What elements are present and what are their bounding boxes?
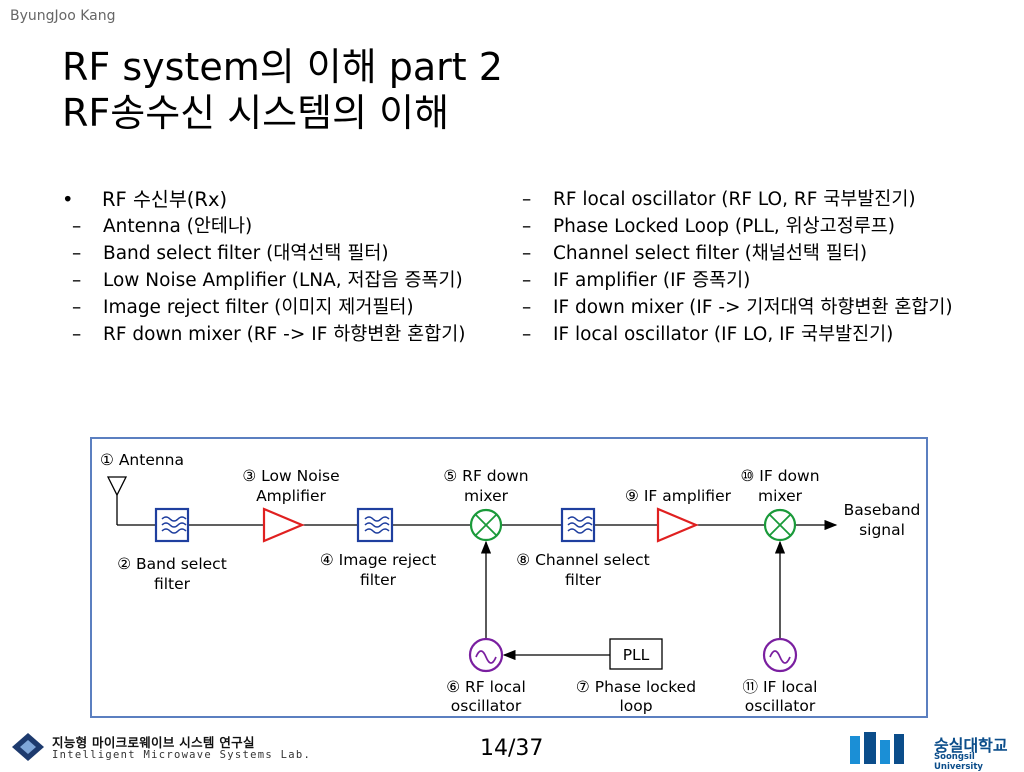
label-if-lo-2: oscillator <box>745 697 816 715</box>
lo-feed-lines <box>480 540 786 661</box>
label-rf-mixer-2: mixer <box>464 487 509 505</box>
list-item: – RF local oscillator (RF LO, RF 국부발진기) <box>520 186 960 213</box>
list-item: – Image reject filter (이미지 제거필터) <box>58 294 513 321</box>
dash-marker: – <box>72 324 82 345</box>
rf-down-mixer-block <box>469 508 503 542</box>
slide-title-line-1: RF system의 이해 part 2 <box>62 45 503 89</box>
dash-marker: – <box>72 297 82 318</box>
label-baseband-2: signal <box>859 521 905 539</box>
label-channel-select-2: filter <box>565 571 602 589</box>
dash-marker: – <box>522 324 532 345</box>
label-lna-1: ③ Low Noise <box>242 467 339 485</box>
label-image-reject-1: ④ Image reject <box>320 551 436 569</box>
label-if-lo-1: ⑪ IF local <box>743 678 818 696</box>
list-item: – IF down mixer (IF -> 기저대역 하향변환 혼합기) <box>520 294 960 321</box>
lab-name-korean: 지능형 마이크로웨이브 시스템 연구실 <box>52 735 255 750</box>
dash-marker: – <box>522 216 532 237</box>
if-local-oscillator-block <box>762 637 798 673</box>
bullet-marker: • <box>62 188 74 211</box>
if-amplifier-block <box>656 507 699 543</box>
slide-title-line-2: RF송수신 시스템의 이해 <box>62 91 450 135</box>
slide-title: RF system의 이해 part 2 RF송수신 시스템의 이해 <box>62 44 503 136</box>
list-item-text: Antenna (안테나) <box>103 216 253 237</box>
dash-marker: – <box>522 243 532 264</box>
label-rf-lo-2: oscillator <box>451 697 522 715</box>
list-item-text: RF down mixer (RF -> IF 하향변환 혼합기) <box>103 324 466 345</box>
label-rf-mixer-1: ⑤ RF down <box>443 467 528 485</box>
list-item-text: IF down mixer (IF -> 기저대역 하향변환 혼합기) <box>553 297 953 318</box>
dash-marker: – <box>72 243 82 264</box>
list-item-text: Channel select filter (채널선택 필터) <box>553 243 868 264</box>
antenna-icon <box>106 476 128 525</box>
label-rf-lo-1: ⑥ RF local <box>446 678 526 696</box>
dash-marker: – <box>522 270 532 291</box>
list-item: – RF down mixer (RF -> IF 하향변환 혼합기) <box>58 321 513 348</box>
image-reject-filter-block <box>356 507 394 543</box>
pll-block: PLL <box>609 638 663 670</box>
dash-marker: – <box>72 216 82 237</box>
list-item-text: Phase Locked Loop (PLL, 위상고정루프) <box>553 216 895 237</box>
label-image-reject-2: filter <box>360 571 397 589</box>
label-lna-2: Amplifier <box>256 487 326 505</box>
label-antenna: ① Antenna <box>100 451 184 469</box>
university-name-english: Soongsil University <box>934 752 983 772</box>
list-item: – Phase Locked Loop (PLL, 위상고정루프) <box>520 213 960 240</box>
left-bullet-list: • RF 수신부(Rx) – Antenna (안테나) – Band sele… <box>58 186 513 348</box>
block-diagram-svg: PLL ① Antenna ② Band select filter ③ Low… <box>100 451 921 715</box>
dash-marker: – <box>522 297 532 318</box>
label-if-mixer-1: ⑩ IF down <box>740 467 819 485</box>
bullet-rf-receiver: • RF 수신부(Rx) <box>58 186 513 213</box>
lab-logo <box>12 733 44 761</box>
list-item-text: Image reject filter (이미지 제거필터) <box>103 297 414 318</box>
channel-select-filter-block <box>560 507 596 543</box>
list-item-text: RF local oscillator (RF LO, RF 국부발진기) <box>553 189 916 210</box>
label-if-amplifier: ⑨ IF amplifier <box>625 487 732 505</box>
author-name: ByungJoo Kang <box>10 8 116 24</box>
lab-name-english: Intelligent Microwave Systems Lab. <box>52 749 312 761</box>
label-pll-1: ⑦ Phase locked <box>576 678 696 696</box>
university-name-korean: 숭실대학교 <box>934 736 1008 755</box>
dash-marker: – <box>522 189 532 210</box>
pll-box-label: PLL <box>623 646 650 664</box>
label-if-mixer-2: mixer <box>758 487 803 505</box>
list-item-text: Band select filter (대역선택 필터) <box>103 243 389 264</box>
band-select-filter-block <box>154 507 190 543</box>
list-item: – Channel select filter (채널선택 필터) <box>520 240 960 267</box>
list-item-text: IF local oscillator (IF LO, IF 국부발진기) <box>553 324 894 345</box>
list-item-text: IF amplifier (IF 증폭기) <box>553 270 751 291</box>
label-channel-select-1: ⑧ Channel select <box>516 551 649 569</box>
label-band-select-1: ② Band select <box>117 555 227 573</box>
university-logo <box>850 732 904 764</box>
list-item-text: Low Noise Amplifier (LNA, 저잡음 증폭기) <box>103 270 463 291</box>
rf-receiver-block-diagram: PLL ① Antenna ② Band select filter ③ Low… <box>90 437 928 718</box>
label-pll-2: loop <box>619 697 652 715</box>
bullet-text: RF 수신부(Rx) <box>102 188 228 211</box>
list-item: – Low Noise Amplifier (LNA, 저잡음 증폭기) <box>58 267 513 294</box>
list-item: – Band select filter (대역선택 필터) <box>58 240 513 267</box>
list-item: – Antenna (안테나) <box>58 213 513 240</box>
right-bullet-list: – RF local oscillator (RF LO, RF 국부발진기) … <box>520 186 960 348</box>
list-item: – IF amplifier (IF 증폭기) <box>520 267 960 294</box>
page-number: 14/37 <box>480 736 544 761</box>
low-noise-amplifier-block <box>262 507 305 543</box>
dash-marker: – <box>72 270 82 291</box>
label-baseband-1: Baseband <box>844 501 921 519</box>
rf-local-oscillator-block <box>468 637 504 673</box>
list-item: – IF local oscillator (IF LO, IF 국부발진기) <box>520 321 960 348</box>
label-band-select-2: filter <box>154 575 191 593</box>
if-down-mixer-block <box>763 508 797 542</box>
